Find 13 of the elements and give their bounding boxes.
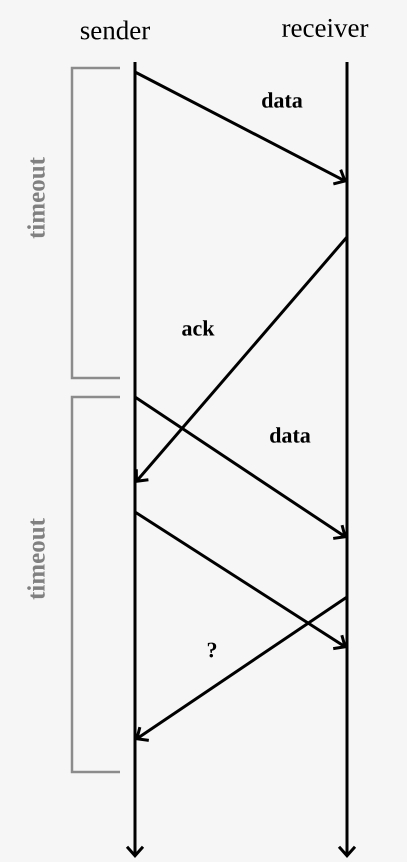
lifeline-label: sender [80, 20, 150, 40]
message-arrow [134, 236, 348, 483]
message-arrow [134, 510, 347, 650]
edge-label: ack [182, 320, 214, 336]
lifeline-label: receiver [282, 18, 368, 38]
edge-label: data [270, 427, 310, 443]
message-arrow [134, 70, 347, 186]
timeout-label: timeout [27, 157, 45, 239]
message-arrow [134, 396, 347, 540]
edge-label: data [262, 92, 302, 108]
timeout-label: timeout [27, 518, 45, 600]
edge-label: ? [208, 642, 216, 658]
message-arrow [135, 596, 348, 742]
